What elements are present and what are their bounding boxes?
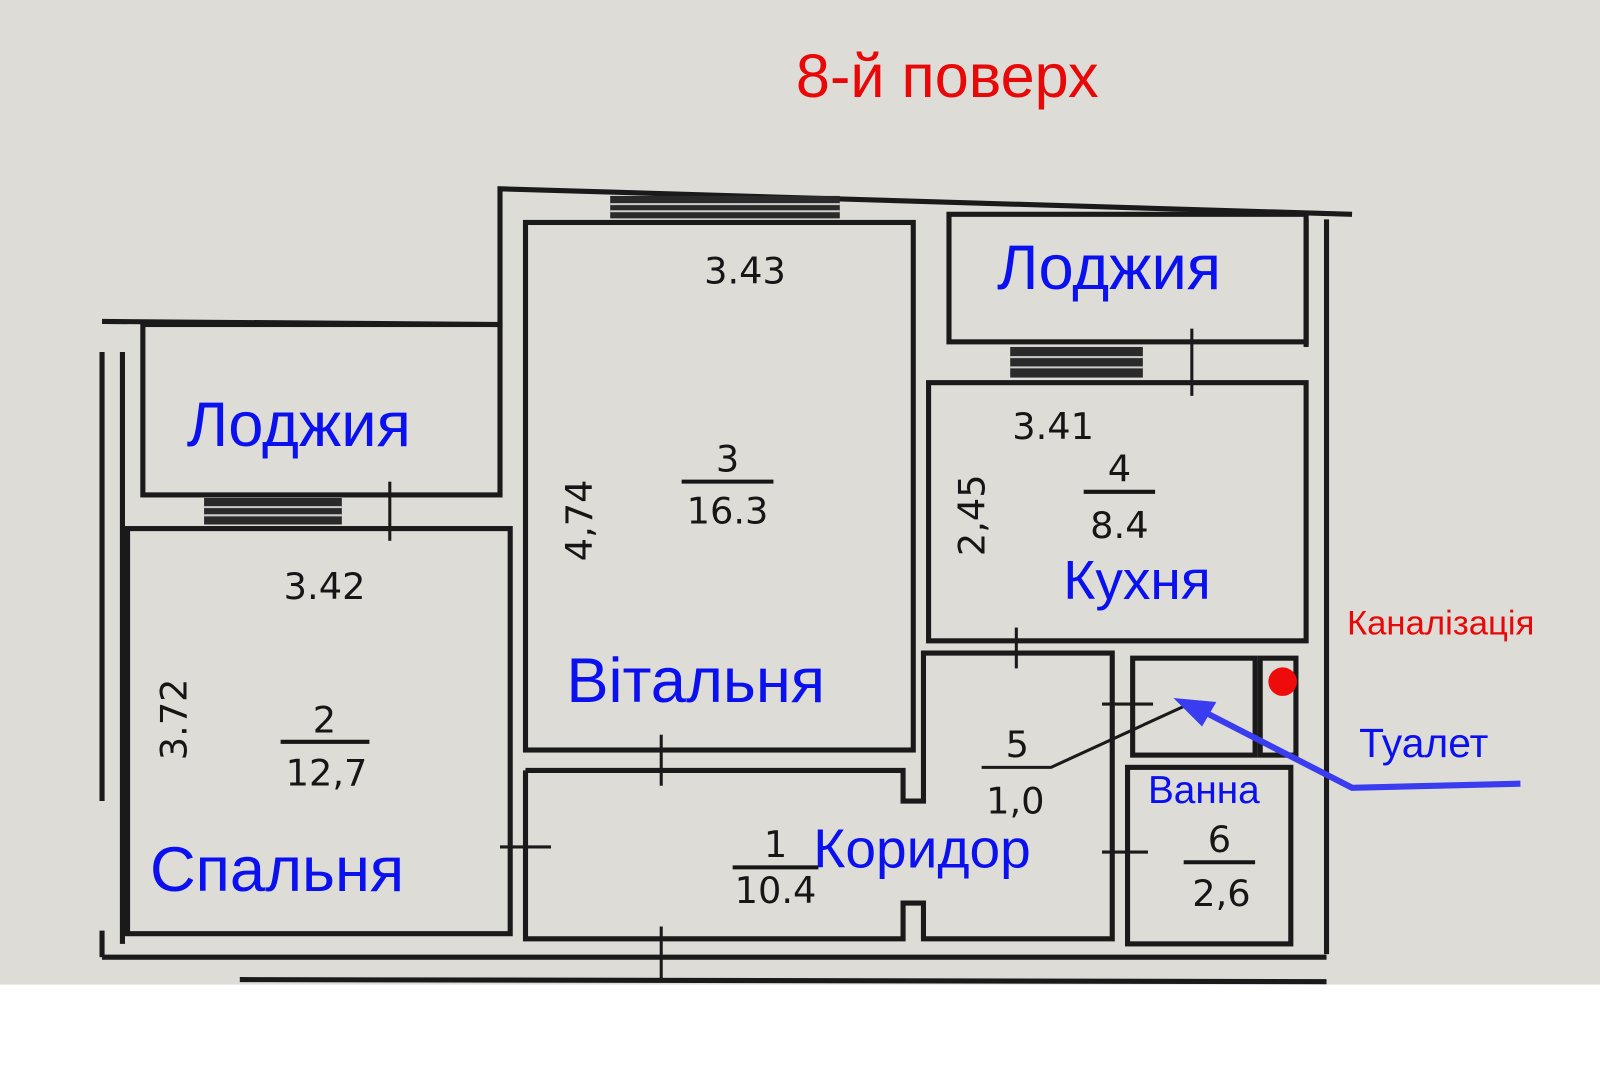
room-number: 1 — [764, 823, 787, 866]
label-bedroom: Спальня — [150, 835, 404, 905]
room-area: 10.4 — [735, 869, 817, 912]
room-3-tag: 3 16.3 — [681, 437, 774, 532]
room-number: 3 — [716, 437, 739, 480]
walls — [99, 186, 1353, 985]
room-number: 5 — [1006, 723, 1029, 766]
room-number: 2 — [313, 699, 336, 742]
dim-living-width: 3.43 — [704, 250, 786, 293]
dim-bedroom-length: 3.72 — [153, 678, 196, 760]
wall-loggia-left — [140, 321, 503, 498]
label-bath: Ванна — [1148, 769, 1260, 812]
room-6-tag: 6 2,6 — [1183, 818, 1256, 915]
white-margin — [0, 984, 1600, 1069]
wall-bedroom — [125, 526, 513, 937]
room-4-tag: 4 8.4 — [1083, 448, 1156, 547]
dim-living-length: 4,74 — [558, 479, 601, 561]
label-sewer: Каналізація — [1347, 605, 1534, 643]
toilet-arrow — [1173, 697, 1521, 791]
wall-shaft — [1257, 655, 1299, 758]
room-area: 12,7 — [286, 752, 368, 795]
wall-bath — [1125, 764, 1294, 947]
door-marks — [388, 328, 1194, 982]
room-area: 16.3 — [687, 489, 769, 532]
wall-kitchen — [926, 380, 1309, 644]
room-area: 2,6 — [1192, 872, 1250, 915]
room-number: 6 — [1208, 818, 1231, 861]
wall-loggia-right — [946, 211, 1309, 345]
windows — [204, 195, 1143, 525]
wall-living — [522, 219, 916, 753]
dim-kitchen-length: 2,45 — [951, 474, 994, 556]
dim-bedroom-width: 3.42 — [284, 565, 366, 608]
room-2-tag: 2 12,7 — [280, 699, 370, 795]
floor-title: 8-й поверх — [796, 42, 1099, 110]
label-kitchen: Кухня — [1063, 549, 1210, 611]
room-1-tag: 1 10.4 — [732, 823, 819, 912]
dim-kitchen-width: 3.41 — [1012, 405, 1094, 448]
wall-toilet — [1130, 655, 1258, 758]
sewer-marker — [1268, 667, 1297, 696]
room-area: 8.4 — [1090, 504, 1148, 547]
label-toilet: Туалет — [1359, 720, 1488, 766]
room-area: 1,0 — [986, 779, 1044, 822]
room-5-tag: 5 1,0 — [986, 723, 1044, 822]
label-corridor: Коридор — [813, 817, 1031, 879]
room-number: 4 — [1108, 448, 1131, 491]
label-loggia-right: Лоджия — [997, 233, 1221, 303]
label-loggia-left: Лоджия — [187, 390, 411, 460]
label-living: Вітальня — [566, 646, 825, 716]
